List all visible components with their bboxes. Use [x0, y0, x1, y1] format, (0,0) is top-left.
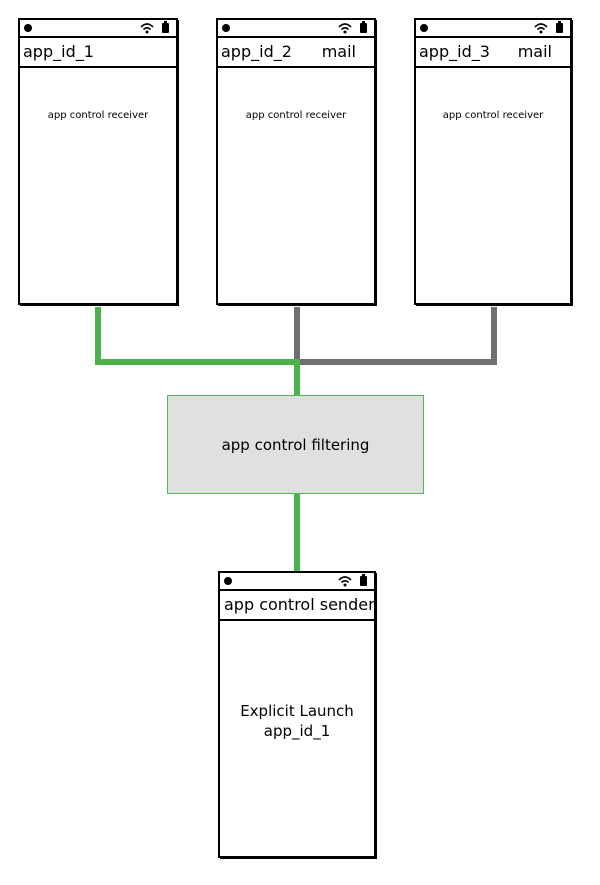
status-dot-icon [222, 24, 230, 32]
sender-phone: app control sender Explicit Launch app_i… [218, 571, 377, 859]
receiver-title-bar: app_id_1 [20, 38, 176, 68]
receiver-body-text: app control receiver [47, 110, 149, 121]
connector-app-id-3 [297, 307, 497, 365]
status-dot-icon [24, 24, 32, 32]
wifi-icon [140, 23, 154, 34]
receiver-app-id: app_id_1 [23, 42, 94, 61]
battery-icon [360, 574, 367, 586]
battery-icon [556, 21, 563, 33]
sender-body-line-1: Explicit Launch [240, 702, 354, 720]
status-bar [220, 573, 374, 591]
sender-body-text: Explicit Launch app_id_1 [220, 701, 374, 741]
receiver-operation: mail [321, 42, 356, 61]
status-bar [218, 20, 374, 38]
receiver-phone-1: app_id_1 app control receiver [18, 18, 179, 306]
status-dot-icon [224, 577, 232, 585]
status-dot-icon [420, 24, 428, 32]
receiver-app-id: app_id_2 [221, 42, 292, 61]
sender-title-bar: app control sender [220, 591, 375, 621]
receiver-operation: mail [517, 42, 552, 61]
status-bar [416, 20, 570, 38]
app-control-filter-box: app control filtering [167, 395, 424, 494]
battery-icon [360, 21, 367, 33]
battery-icon [162, 21, 169, 33]
connector-app-id-1 [95, 307, 300, 396]
receiver-title-bar: app_id_3 mail [416, 38, 570, 68]
receiver-phone-2: app_id_2 mail app control receiver [216, 18, 377, 306]
wifi-icon [534, 23, 548, 34]
sender-body-line-2: app_id_1 [263, 722, 331, 740]
receiver-body-text: app control receiver [245, 110, 347, 121]
wifi-icon [338, 576, 352, 587]
receiver-body-text: app control receiver [442, 110, 544, 121]
receiver-phone-3: app_id_3 mail app control receiver [414, 18, 573, 306]
sender-title: app control sender [224, 595, 375, 614]
receiver-title-bar: app_id_2 mail [218, 38, 374, 68]
status-bar [20, 20, 176, 38]
filter-label: app control filtering [221, 435, 370, 454]
wifi-icon [338, 23, 352, 34]
receiver-app-id: app_id_3 [419, 42, 490, 61]
